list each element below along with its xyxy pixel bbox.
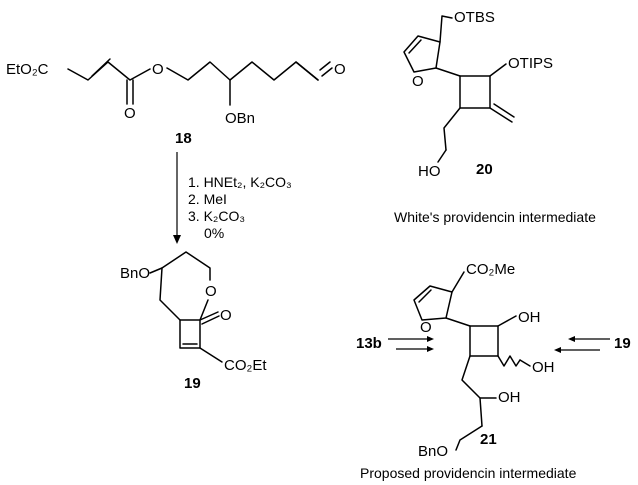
reaction-arrow: 1. HNEt₂, K₂CO₃ 2. MeI 3. K₂CO₃ 0%	[173, 152, 292, 244]
ester-group-18: EtO₂C	[6, 61, 49, 78]
oh-chain-21: OH	[498, 389, 521, 406]
bno-21: BnO	[418, 443, 448, 460]
label-21: 21	[480, 431, 497, 448]
oh-right-21: OH	[532, 359, 555, 376]
label-20: 20	[476, 161, 493, 178]
multistep-arrow-left: 13b	[356, 335, 434, 352]
condition-step-3: 3. K₂CO₃	[188, 208, 245, 224]
carbonyl-o-18: O	[124, 105, 136, 122]
ho-20: HO	[418, 163, 441, 180]
label-13b: 13b	[356, 335, 382, 352]
compound-19: BnO O O CO₂Et 19	[120, 251, 267, 392]
otbs-20: OTBS	[454, 9, 495, 26]
caption-20: White's providencin intermediate	[394, 209, 596, 225]
label-18: 18	[175, 130, 192, 147]
oh-top-21: OH	[518, 309, 541, 326]
condition-step-1: 1. HNEt₂, K₂CO₃	[188, 174, 292, 190]
ring-o-19: O	[205, 283, 217, 300]
co2me-21: CO₂Me	[466, 261, 515, 278]
ester-19: CO₂Et	[224, 357, 267, 374]
compound-20: OTBS O OTIPS HO 20 White's providencin i…	[394, 9, 596, 225]
yield-label: 0%	[204, 225, 224, 241]
label-19: 19	[184, 375, 201, 392]
otips-20: OTIPS	[508, 55, 553, 72]
obn-18: OBn	[225, 110, 255, 127]
label-19-right: 19	[614, 335, 631, 352]
aldehyde-o-18: O	[334, 61, 346, 78]
carbonyl-o-19: O	[220, 307, 232, 324]
multistep-arrow-right: 19	[554, 335, 631, 353]
compound-18: EtO₂C O O O OBn 18	[6, 58, 346, 147]
furan-o-21: O	[420, 319, 432, 336]
condition-step-2: 2. MeI	[188, 191, 227, 207]
compound-21: O CO₂Me OH OH OH BnO 21 Proposed provide…	[360, 261, 577, 481]
ester-o-18: O	[152, 61, 164, 78]
caption-21: Proposed providencin intermediate	[360, 465, 577, 481]
furan-o-20: O	[412, 73, 424, 90]
bno-19: BnO	[120, 265, 150, 282]
